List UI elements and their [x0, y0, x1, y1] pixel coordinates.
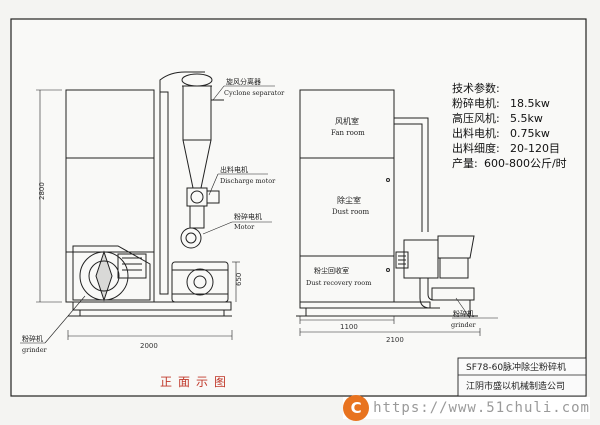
label-dust-en: Dust room — [332, 208, 370, 216]
spec-label-4: 产量: — [452, 156, 478, 170]
label-recovery-cn: 粉尘回收室 — [314, 266, 349, 275]
label-grinder-en: grinder — [22, 346, 48, 354]
hopper — [437, 235, 475, 259]
spec-label-3: 出料细度: — [452, 141, 500, 155]
title-company: 江阴市盛以机械制造公司 — [466, 380, 565, 392]
left-view — [65, 71, 232, 317]
drawing-border — [10, 18, 587, 397]
spec-value-0: 18.5kw — [510, 97, 550, 110]
dim-total: 2100 — [386, 336, 404, 344]
fan-housing — [403, 239, 439, 279]
discharge-motor-shape — [180, 227, 202, 249]
label-fan-cn: 风机室 — [335, 116, 359, 126]
spec-label-2: 出料电机: — [452, 126, 500, 140]
stamp-text: 正面示图 — [160, 375, 232, 389]
title-model: SF78-60脉冲除尘粉碎机 — [466, 361, 566, 373]
spec-label-1: 高压风机: — [452, 111, 500, 125]
label-discharge-cn: 出料电机 — [220, 165, 248, 174]
dim-inner: 1100 — [340, 323, 358, 331]
dim-motor: 650 — [235, 273, 243, 286]
label-grinder-cn: 粉碎机 — [22, 334, 43, 343]
right-view — [296, 89, 478, 317]
spec-value-4: 600-800公斤/时 — [484, 157, 567, 170]
label-discharge-en: Discharge motor — [220, 177, 276, 185]
spec-label-0: 粉碎电机: — [452, 96, 500, 110]
watermark-url: https://www.51chuli.com — [373, 400, 590, 416]
label-motor-cn: 粉碎电机 — [234, 212, 262, 221]
label-cyclone-cn: 旋风分离器 — [226, 77, 261, 86]
label-cyclone-en: Cyclone separator — [224, 89, 285, 97]
spec-value-1: 5.5kw — [510, 112, 543, 125]
grinder-body — [72, 245, 151, 301]
site-watermark: C https://www.51chuli.com — [343, 395, 590, 421]
spec-value-2: 0.75kw — [510, 127, 550, 140]
label-right-grinder-cn: 粉碎机 — [453, 309, 474, 318]
spec-table: 技术参数: 粉碎电机: 18.5kw 高压风机: 5.5kw 出料电机: 0.7… — [452, 81, 567, 170]
title-block: SF78-60脉冲除尘粉碎机 江阴市盛以机械制造公司 — [457, 357, 587, 397]
label-recovery-en: Dust recovery room — [306, 279, 371, 287]
left-base — [72, 301, 232, 311]
spec-title: 技术参数: — [452, 81, 500, 95]
dim-height: 2800 — [38, 182, 46, 200]
label-motor-en: Motor — [234, 223, 255, 231]
label-fan-en: Fan room — [331, 129, 365, 137]
watermark-logo-icon: C — [343, 395, 370, 421]
label-dust-cn: 除尘室 — [337, 195, 361, 205]
dim-width: 2000 — [140, 342, 158, 350]
label-right-grinder-en: grinder — [451, 321, 477, 329]
spec-value-3: 20-120目 — [510, 142, 560, 155]
